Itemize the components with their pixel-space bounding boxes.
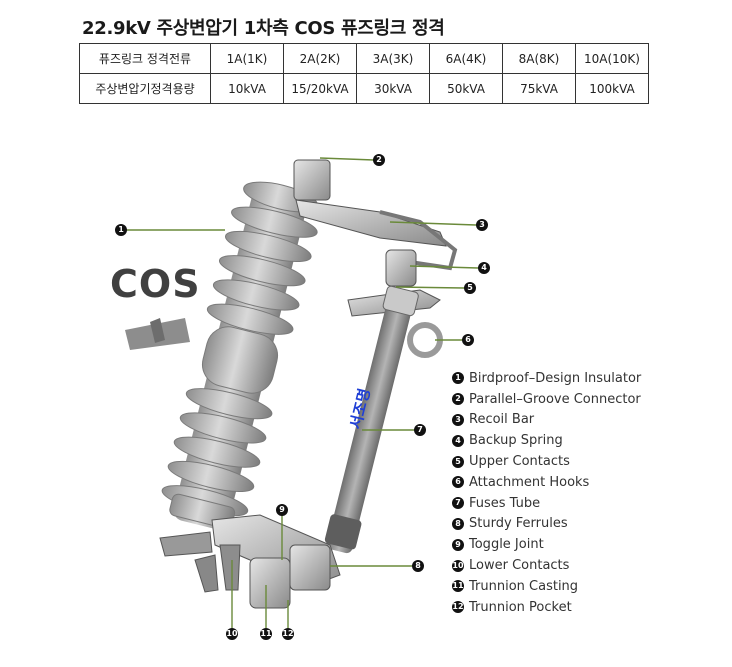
legend-label: Birdproof–Design Insulator — [469, 370, 642, 386]
legend-label: Sturdy Ferrules — [469, 516, 568, 532]
row-header: 퓨즈링크 정격전류 — [79, 43, 211, 74]
legend-number: 8 — [452, 517, 464, 530]
leader-lines — [126, 157, 479, 628]
legend-number: 7 — [452, 497, 464, 510]
legend-item: 12 Trunnion Pocket — [452, 597, 641, 618]
legend-label: Trunnion Casting — [469, 578, 579, 594]
callout-marker: 11 — [260, 628, 272, 640]
bottom-hardware — [159, 514, 341, 609]
legend-item: 7 Fuses Tube — [452, 493, 641, 514]
legend-item: 6 Attachment Hooks — [452, 472, 641, 493]
legend-label: Trunnion Pocket — [469, 599, 572, 615]
callout-marker: 2 — [373, 154, 385, 166]
legend-number: 9 — [452, 538, 464, 551]
legend-label: Toggle Joint — [469, 537, 544, 553]
callout-marker: 6 — [462, 334, 474, 346]
table-row: 퓨즈링크 정격전류 1A(1K) 2A(2K) 3A(3K) 6A(4K) 8A… — [79, 43, 649, 74]
callout-marker: 10 — [226, 628, 238, 640]
legend-label: Upper Contacts — [469, 454, 570, 470]
table-row: 주상변압기정격용량 10kVA 15/20kVA 30kVA 50kVA 75k… — [79, 73, 649, 104]
legend-label: Attachment Hooks — [469, 474, 590, 490]
callout-marker: 1 — [115, 224, 127, 236]
table-cell: 100kVA — [575, 73, 649, 104]
table-cell: 75kVA — [502, 73, 576, 104]
legend-item: 1 Birdproof–Design Insulator — [452, 368, 641, 389]
legend-number: 3 — [452, 413, 464, 426]
table-cell: 30kVA — [356, 73, 430, 104]
callout-marker: 12 — [282, 628, 294, 640]
legend-label: Lower Contacts — [469, 558, 570, 574]
legend-item: 10 Lower Contacts — [452, 555, 641, 576]
legend-item: 8 Sturdy Ferrules — [452, 514, 641, 535]
parts-legend: 1 Birdproof–Design Insulator 2 Parallel–Gr… — [452, 368, 641, 618]
legend-label: Parallel–Groove Connector — [469, 391, 641, 407]
legend-item: 9 Toggle Joint — [452, 534, 641, 555]
page-title: 22.9kV 주상변압기 1차측 COS 퓨즈링크 정격 — [82, 18, 445, 39]
fuse-tube — [324, 285, 419, 554]
row-header: 주상변압기정격용량 — [79, 73, 211, 104]
table-cell: 10A(10K) — [575, 43, 649, 74]
legend-number: 6 — [452, 476, 464, 489]
legend-number: 1 — [452, 372, 464, 385]
table-cell: 1A(1K) — [210, 43, 284, 74]
legend-label: Fuses Tube — [469, 495, 541, 511]
legend-number: 10 — [452, 559, 464, 572]
legend-item: 4 Backup Spring — [452, 430, 641, 451]
legend-number: 12 — [452, 601, 464, 614]
insulator — [161, 181, 319, 530]
callout-marker: 9 — [276, 504, 288, 516]
callout-marker: 5 — [464, 282, 476, 294]
legend-item: 5 Upper Contacts — [452, 451, 641, 472]
legend-item: 2 Parallel–Groove Connector — [452, 389, 641, 410]
rating-table: 퓨즈링크 정격전류 1A(1K) 2A(2K) 3A(3K) 6A(4K) 8A… — [79, 43, 649, 104]
legend-number: 2 — [452, 393, 464, 406]
legend-number: 4 — [452, 434, 464, 447]
legend-label: Backup Spring — [469, 433, 563, 449]
table-cell: 3A(3K) — [356, 43, 430, 74]
legend-number: 11 — [452, 580, 464, 593]
callout-marker: 7 — [414, 424, 426, 436]
top-hardware — [293, 159, 458, 358]
mounting-bracket — [125, 318, 190, 350]
legend-label: Recoil Bar — [469, 412, 535, 428]
product-label: COS — [110, 262, 201, 306]
callout-marker: 3 — [476, 219, 488, 231]
legend-item: 11 Trunnion Casting — [452, 576, 641, 597]
legend-number: 5 — [452, 455, 464, 468]
callout-marker: 8 — [412, 560, 424, 572]
table-cell: 10kVA — [210, 73, 284, 104]
table-cell: 2A(2K) — [283, 43, 357, 74]
callout-marker: 4 — [478, 262, 490, 274]
legend-item: 3 Recoil Bar — [452, 410, 641, 431]
table-cell: 15/20kVA — [283, 73, 357, 104]
